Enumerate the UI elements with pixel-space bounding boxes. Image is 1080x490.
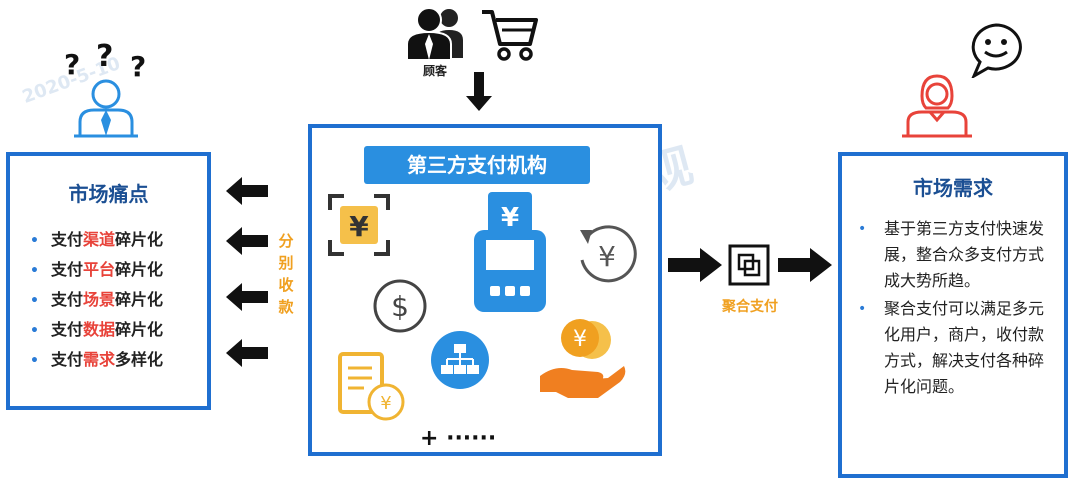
bullet-icon: • [30, 233, 39, 249]
bullet-icon: • [858, 301, 867, 317]
item-suffix: 碎片化 [114, 320, 163, 339]
bullet-icon: • [858, 221, 867, 237]
aggregate-payment-label: 聚合支付 [722, 299, 778, 315]
question-marks-icon: ? ? ? [64, 39, 146, 82]
item-highlight: 渠道 [82, 230, 115, 249]
pos-terminal-icon: ¥ [474, 192, 546, 312]
svg-text:¥: ¥ [501, 203, 519, 233]
list-item: • 支付渠道碎片化 [30, 228, 163, 258]
market-demand-panel: 市场需求 • 基于第三方支付快速发展，整合众多支付方式成大势所趋。 • 聚合支付可以… [838, 152, 1068, 478]
demand-list: • 基于第三方支付快速发展，整合众多支付方式成大势所趋。 • 聚合支付可以满足多元化… [858, 216, 1058, 402]
list-item: • 支付平台碎片化 [30, 258, 163, 288]
yuan-scan-icon: ¥ [328, 194, 390, 256]
svg-text:?: ? [96, 39, 113, 74]
woman-person-icon [902, 74, 972, 138]
svg-text:?: ? [64, 48, 80, 81]
market-pain-title: 市场痛点 [68, 182, 149, 206]
shopping-cart-icon [482, 10, 538, 61]
item-highlight: 场景 [82, 290, 115, 309]
right-arrow-icon [668, 248, 722, 282]
dollar-coin-icon: $ [373, 279, 427, 333]
item-highlight: 需求 [82, 350, 115, 369]
list-item: • 支付数据碎片化 [30, 318, 163, 348]
list-item: • 支付场景碎片化 [30, 288, 163, 318]
item-prefix: 支付 [50, 230, 83, 249]
aggregate-box-icon [728, 244, 770, 286]
thinking-person-icon [74, 79, 138, 138]
svg-text:?: ? [130, 50, 146, 82]
demand-item-text: 基于第三方支付快速发展，整合众多支付方式成大势所趋。 [884, 219, 1045, 290]
hand-coins-icon: ¥ [540, 319, 626, 398]
item-suffix: 碎片化 [114, 230, 163, 249]
svg-text:¥: ¥ [573, 327, 587, 352]
list-item: • 支付需求多样化 [30, 348, 163, 378]
yuan-refresh-icon: ¥ [580, 225, 637, 283]
item-prefix: 支付 [50, 350, 83, 369]
down-arrow-icon [466, 72, 492, 111]
list-item: • 基于第三方支付快速发展，整合众多支付方式成大势所趋。 [858, 216, 1058, 294]
left-arrows [226, 177, 268, 367]
pain-list: •支付渠道碎片化 •支付平台碎片化 •支付场景碎片化 •支付数据碎片化 •支付需… [30, 228, 163, 378]
svg-text:¥: ¥ [349, 210, 369, 243]
customers-icon [406, 7, 463, 60]
item-prefix: 支付 [50, 320, 83, 339]
split-collection-label: 分别收款 [278, 232, 294, 316]
item-prefix: 支付 [50, 290, 83, 309]
right-arrow-icon [778, 248, 832, 282]
left-arrow-icon [226, 177, 268, 367]
item-prefix: 支付 [50, 260, 83, 279]
bill-yuan-icon: ¥ [338, 352, 405, 421]
bullet-icon: • [30, 323, 39, 339]
third-party-payment-title: 第三方支付机构 [364, 146, 590, 184]
svg-text:¥: ¥ [598, 240, 616, 273]
item-suffix: 碎片化 [114, 290, 163, 309]
demand-item-text: 聚合支付可以满足多元化用户，商户，收付款方式，解决支付各种碎片化问题。 [884, 299, 1045, 396]
speech-bubble-smile-icon [971, 23, 1022, 78]
hierarchy-icon [431, 331, 489, 389]
svg-text:¥: ¥ [380, 393, 391, 414]
more-methods-text: + ······ [420, 426, 497, 451]
bullet-icon: • [30, 263, 39, 279]
item-highlight: 平台 [82, 260, 115, 279]
bullet-icon: • [30, 293, 39, 309]
list-item: • 聚合支付可以满足多元化用户，商户，收付款方式，解决支付各种碎片化问题。 [858, 296, 1058, 400]
item-suffix: 多样化 [114, 350, 163, 369]
bullet-icon: • [30, 353, 39, 369]
customer-label: 顾客 [423, 64, 448, 78]
item-highlight: 数据 [82, 320, 115, 339]
market-demand-title: 市场需求 [913, 176, 993, 200]
svg-text:$: $ [391, 290, 409, 323]
item-suffix: 碎片化 [114, 260, 163, 279]
market-pain-panel: 市场痛点 •支付渠道碎片化 •支付平台碎片化 •支付场景碎片化 •支付数据碎片化… [6, 152, 211, 410]
